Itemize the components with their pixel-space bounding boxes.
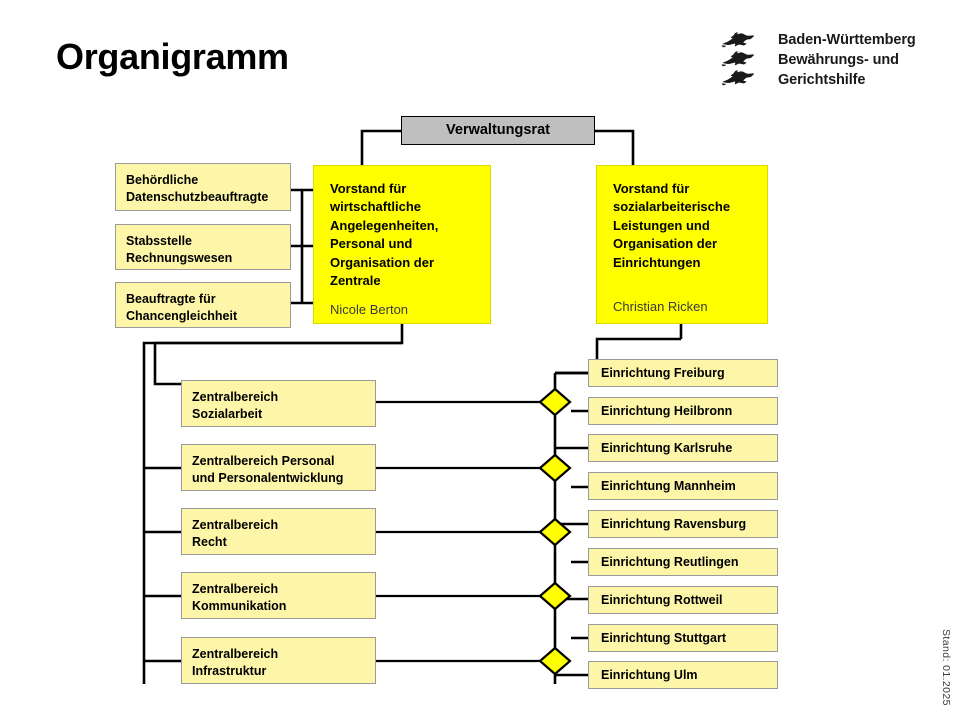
node-label: Beauftragte für Chancengleichheit xyxy=(126,292,238,323)
node-label: Behördliche Datenschutzbeauftragte xyxy=(126,173,269,204)
junction-diamond xyxy=(538,646,572,676)
junction-diamond xyxy=(538,517,572,547)
node-label: Einrichtung Rottweil xyxy=(601,592,723,607)
junction-diamond xyxy=(538,453,572,483)
node-facility-7[interactable]: Einrichtung Stuttgart xyxy=(588,624,778,652)
node-facility-8[interactable]: Einrichtung Ulm xyxy=(588,661,778,689)
node-label: Zentralbereich Sozialarbeit xyxy=(192,390,279,421)
node-person: Christian Ricken xyxy=(613,299,708,315)
node-title: Vorstand für sozialarbeiterische Leistun… xyxy=(613,181,731,270)
node-label: Einrichtung Freiburg xyxy=(601,365,725,380)
node-label: Einrichtung Ravensburg xyxy=(601,516,747,531)
node-staff-unit-0[interactable]: Behördliche Datenschutzbeauftragte xyxy=(115,163,291,211)
node-facility-3[interactable]: Einrichtung Mannheim xyxy=(588,472,778,500)
logo-line-2: Bewährungs- und xyxy=(778,52,899,68)
baden-wuerttemberg-logo: Baden-Württemberg Bewährungs- und Gerich… xyxy=(720,30,916,90)
three-lions-icon xyxy=(720,30,766,86)
logo-line-1: Baden-Württemberg xyxy=(778,32,916,48)
junction-diamond xyxy=(538,581,572,611)
node-label: Zentralbereich Kommunikation xyxy=(192,582,287,613)
node-board-wirtschaft[interactable]: Vorstand für wirtschaftliche Angelegenhe… xyxy=(313,165,491,324)
node-label: Einrichtung Karlsruhe xyxy=(601,440,733,455)
node-staff-unit-1[interactable]: Stabsstelle Rechnungswesen xyxy=(115,224,291,270)
node-staff-unit-2[interactable]: Beauftragte für Chancengleichheit xyxy=(115,282,291,328)
node-board-sozialarbeit[interactable]: Vorstand für sozialarbeiterische Leistun… xyxy=(596,165,768,324)
node-label: Einrichtung Mannheim xyxy=(601,478,736,493)
node-facility-1[interactable]: Einrichtung Heilbronn xyxy=(588,397,778,425)
node-central-unit-0[interactable]: Zentralbereich Sozialarbeit xyxy=(181,380,376,427)
node-label: Verwaltungsrat xyxy=(446,121,550,138)
node-title: Vorstand für wirtschaftliche Angelegenhe… xyxy=(330,181,439,289)
node-central-unit-3[interactable]: Zentralbereich Kommunikation xyxy=(181,572,376,619)
node-central-unit-4[interactable]: Zentralbereich Infrastruktur xyxy=(181,637,376,684)
node-central-unit-1[interactable]: Zentralbereich Personal und Personalentw… xyxy=(181,444,376,491)
node-label: Stabsstelle Rechnungswesen xyxy=(126,234,233,265)
node-label: Einrichtung Stuttgart xyxy=(601,630,726,645)
logo-text: Baden-Württemberg Bewährungs- und Gerich… xyxy=(778,30,916,90)
node-person: Nicole Berton xyxy=(330,301,409,317)
node-label: Zentralbereich Personal und Personalentw… xyxy=(192,454,344,485)
node-facility-6[interactable]: Einrichtung Rottweil xyxy=(588,586,778,614)
node-facility-0[interactable]: Einrichtung Freiburg xyxy=(588,359,778,387)
node-label: Zentralbereich Recht xyxy=(192,518,279,549)
logo-line-3: Gerichtshilfe xyxy=(778,72,866,88)
stand-date: Stand: 01.2025 xyxy=(940,629,952,706)
node-facility-5[interactable]: Einrichtung Reutlingen xyxy=(588,548,778,576)
node-label: Einrichtung Reutlingen xyxy=(601,554,739,569)
node-verwaltungsrat[interactable]: Verwaltungsrat xyxy=(401,116,595,145)
node-label: Einrichtung Ulm xyxy=(601,667,698,682)
node-central-unit-2[interactable]: Zentralbereich Recht xyxy=(181,508,376,555)
page-title: Organigramm xyxy=(56,36,289,77)
node-label: Einrichtung Heilbronn xyxy=(601,403,733,418)
node-facility-2[interactable]: Einrichtung Karlsruhe xyxy=(588,434,778,462)
node-facility-4[interactable]: Einrichtung Ravensburg xyxy=(588,510,778,538)
node-label: Zentralbereich Infrastruktur xyxy=(192,647,279,678)
junction-diamond xyxy=(538,387,572,417)
